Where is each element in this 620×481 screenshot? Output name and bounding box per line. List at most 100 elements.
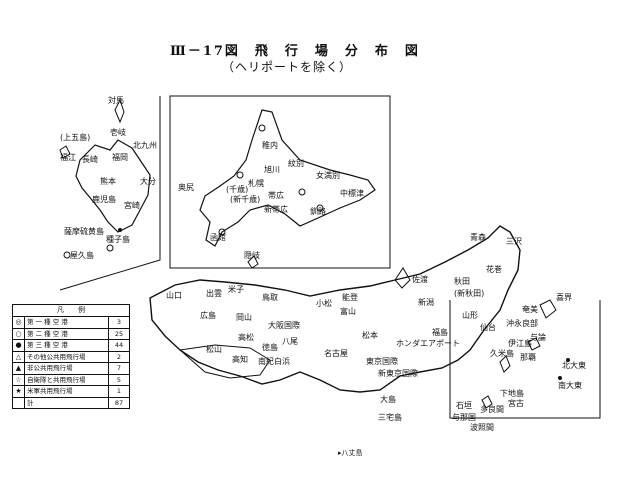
label-shinobihiro: 新帯広	[264, 204, 288, 214]
label-misawa: 三沢	[506, 237, 522, 246]
label-obihiro: 帯広	[268, 190, 284, 200]
label-tsushima: 対馬	[108, 95, 124, 105]
honshu-outline	[149, 225, 521, 393]
label-okayama: 岡山	[236, 312, 252, 322]
label-memanbetsu: 女満別	[316, 170, 340, 180]
label-shinakita: (新秋田)	[454, 288, 484, 298]
label-wakkanai: 稚内	[262, 140, 278, 150]
kyushu-outline	[59, 98, 151, 259]
label-kitadaito: 北大東	[562, 360, 586, 370]
hokkaido-inset-frame	[169, 95, 391, 269]
sdf-shared-airfield-icon: ☆	[13, 374, 25, 385]
airport-type3-icon: ●	[13, 340, 25, 351]
label-fukuoka: 福岡	[112, 153, 128, 162]
label-matsumoto: 松本	[362, 330, 378, 340]
label-hondaairport: ホンダエアポート	[396, 338, 460, 348]
label-yakushima: 屋久島	[70, 250, 94, 260]
label-tokushima: 徳島	[262, 342, 278, 352]
legend-heading: 凡 例	[13, 305, 129, 317]
label-fukue: 福江	[60, 153, 76, 162]
kyushu-inset-frame	[59, 96, 161, 291]
label-ishigaki: 石垣	[456, 400, 472, 410]
hokkaido-outline	[199, 109, 376, 247]
okinawa-islands	[481, 299, 570, 409]
label-kochi: 高知	[232, 354, 248, 364]
label-monbetsu: 紋別	[288, 158, 304, 168]
label-miyako: 宮古	[508, 398, 524, 408]
label-fukushima: 福島	[432, 327, 448, 337]
label-yao: 八尾	[282, 337, 298, 346]
label-yonaguni: 与那国	[452, 413, 476, 422]
label-izumo: 出雲	[206, 288, 222, 298]
label-shintokyo: 新東京国際	[378, 368, 418, 378]
label-yamaguchi: 山口	[166, 290, 182, 300]
other-public-airfield-icon: △	[13, 351, 25, 362]
label-akita: 秋田	[454, 276, 470, 286]
label-noto: 能登	[342, 292, 358, 302]
label-okinawa-amami: 奄美	[522, 304, 538, 314]
label-hateruma: 波照間	[470, 422, 494, 432]
label-satsuma-iojima: 薩摩硫黄島	[64, 226, 104, 236]
label-tanegashima: 種子島	[106, 234, 130, 244]
okinawa-inset-frame	[449, 300, 601, 419]
footnote-hachijojima: ▸八丈島	[338, 449, 363, 457]
label-kagoshima: 鹿児島	[92, 194, 116, 204]
airport-type2-icon: ○	[13, 328, 25, 339]
label-tarama: 多良間	[480, 404, 504, 414]
label-chitose: (千歳)	[226, 184, 248, 194]
label-miyazaki: 宮崎	[124, 200, 140, 210]
label-yoron: 与論	[530, 332, 546, 342]
label-hiroshima: 広島	[200, 310, 216, 320]
label-oita: 大分	[140, 176, 156, 186]
map-subtitle: （ヘリポートを除く）	[222, 60, 353, 74]
label-kitakyushu: 北九州	[133, 141, 157, 150]
label-naha: 那覇	[520, 353, 536, 362]
label-miyakejima: 三宅島	[378, 412, 402, 422]
label-nagoya: 名古屋	[324, 348, 348, 358]
label-sado: 佐渡	[412, 274, 428, 284]
label-shinchitose: (新千歳)	[230, 194, 260, 204]
label-osaka: 大阪国際	[268, 320, 300, 330]
label-toyama: 富山	[340, 306, 356, 316]
label-okushiri: 奥尻	[178, 182, 194, 192]
label-minamidaito: 南大東	[558, 380, 582, 390]
non-public-airfield-icon: ▲	[13, 363, 25, 374]
label-yonago: 米子	[228, 284, 244, 294]
label-niigata: 新潟	[418, 297, 434, 307]
label-kumejima: 久米島	[490, 348, 514, 358]
label-oki: 隠岐	[244, 250, 260, 260]
label-shimojishima: 下地島	[500, 388, 524, 398]
label-nanki: 南紀白浜	[258, 356, 290, 366]
label-hanamaki: 花巻	[486, 264, 502, 274]
label-kushiro: 釧路	[310, 206, 326, 216]
label-kumamoto: 熊本	[100, 176, 116, 186]
label-matsuyama: 松山	[206, 344, 222, 354]
label-tottori: 鳥取	[262, 292, 278, 302]
label-okinawa: 沖永良部	[506, 318, 538, 328]
label-takamatsu: 高松	[238, 332, 254, 342]
label-sapporo: 札幌	[248, 178, 264, 188]
label-iejima: 伊江島	[508, 338, 532, 348]
label-tokyo: 東京国際	[366, 356, 398, 366]
label-nagasaki: 長崎	[82, 154, 98, 164]
label-komatsu: 小松	[316, 298, 332, 308]
label-sendai: 仙台	[480, 322, 496, 332]
label-kamigoto: (上五島)	[60, 132, 90, 142]
airport-type1-icon: ◎	[13, 317, 25, 328]
label-oshima: 大島	[380, 394, 396, 404]
us-military-shared-airfield-icon: ★	[13, 386, 25, 397]
map-title: Ⅲ－17図 飛 行 場 分 布 図	[170, 44, 420, 59]
label-iki: 壱岐	[110, 127, 126, 137]
label-hakodate: 函館	[210, 232, 226, 242]
label-aomori: 青森	[470, 232, 486, 242]
